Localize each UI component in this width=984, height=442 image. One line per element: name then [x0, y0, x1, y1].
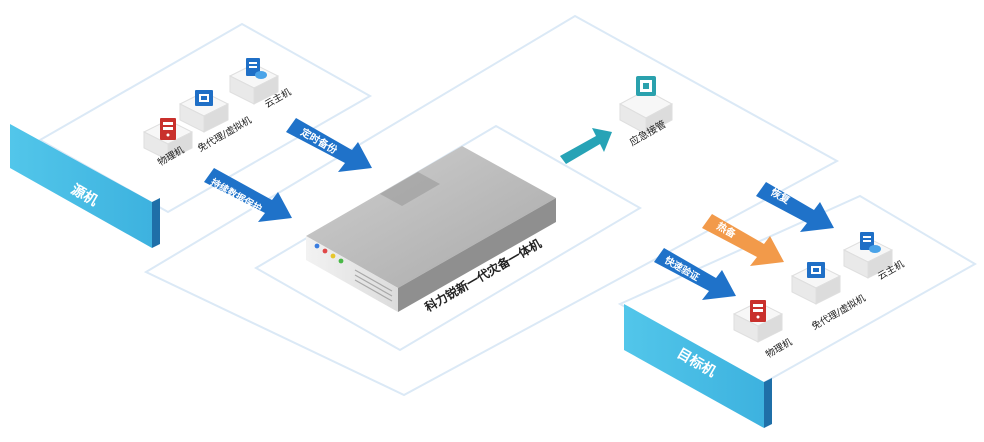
source-label-block: 源机	[10, 124, 160, 248]
chip-teal-icon	[636, 76, 656, 96]
target-label-block: 目标机	[624, 304, 772, 428]
chip-blue-icon	[807, 262, 825, 278]
document-cloud-icon	[246, 58, 267, 79]
indicator-red	[322, 248, 328, 254]
server-red-icon	[750, 300, 766, 322]
indicator-green	[338, 258, 344, 264]
document-cloud-icon	[860, 232, 881, 253]
indicator-yellow	[330, 253, 336, 259]
server-red-icon	[160, 118, 176, 140]
device-vents	[354, 269, 393, 302]
emergency-takeover-arrow	[560, 128, 612, 164]
source-cloud-node: 云主机	[228, 58, 294, 111]
indicator-blue	[314, 243, 320, 249]
source-physical-node: 物理机	[142, 118, 194, 169]
chip-blue-icon	[195, 90, 213, 106]
